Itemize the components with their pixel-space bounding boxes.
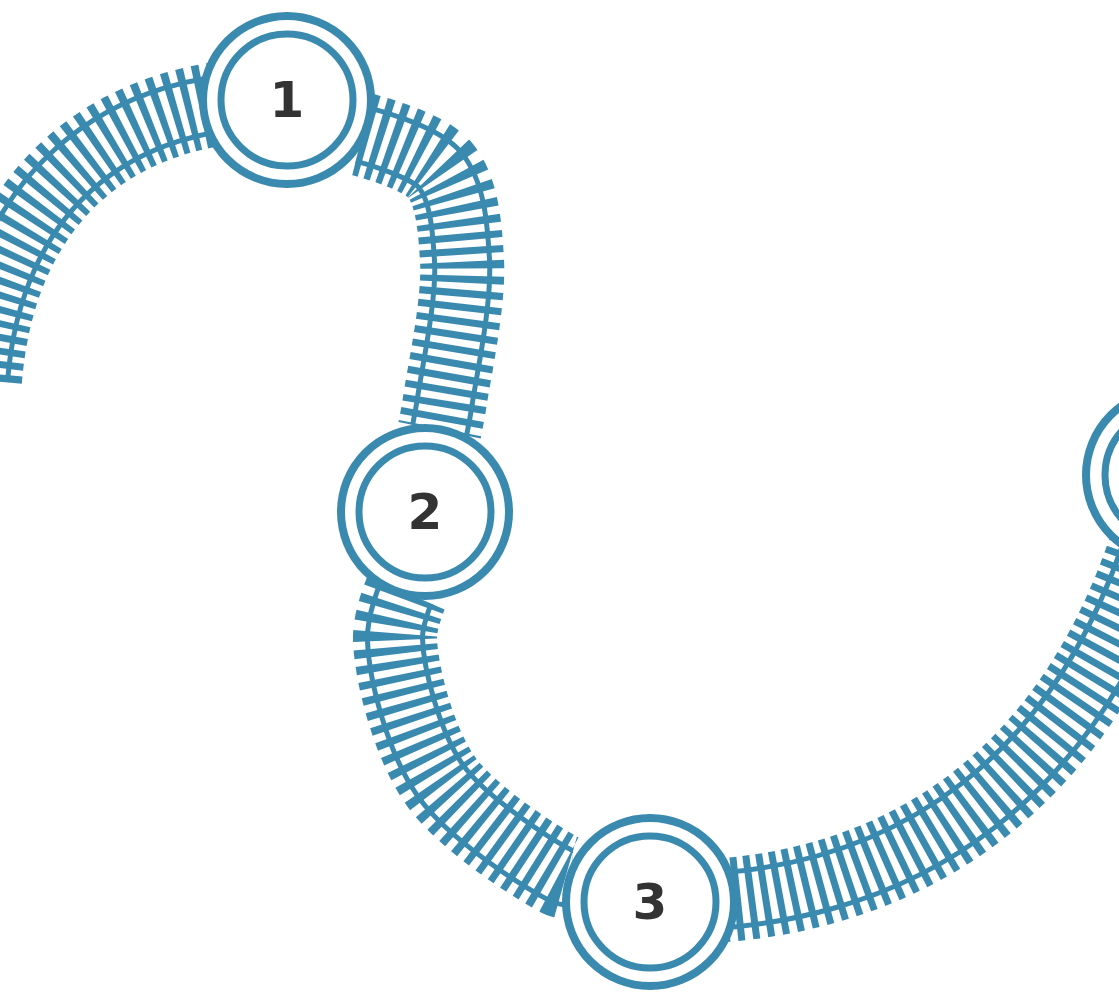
rail-gap bbox=[395, 593, 571, 878]
station-inner-ring bbox=[584, 836, 716, 968]
station-inner-ring bbox=[1105, 409, 1119, 541]
rail-band bbox=[395, 593, 571, 878]
rail-gap bbox=[362, 135, 462, 431]
station-outer-ring bbox=[566, 818, 734, 986]
track-connector bbox=[395, 593, 571, 878]
track-connector bbox=[362, 135, 462, 431]
rail-band bbox=[362, 135, 462, 431]
rail-ties bbox=[650, 475, 1119, 902]
station-inner-ring bbox=[221, 34, 353, 166]
station-inner-ring bbox=[359, 446, 491, 578]
station-outer-ring bbox=[341, 428, 509, 596]
station-circle bbox=[1086, 390, 1119, 560]
track-segment bbox=[650, 475, 1119, 902]
rail-band bbox=[650, 475, 1119, 902]
station-number: 3 bbox=[633, 877, 668, 927]
station-number: 2 bbox=[408, 487, 443, 537]
station-outer-ring bbox=[203, 16, 371, 184]
rail-ties bbox=[395, 593, 571, 878]
rail-ties bbox=[362, 135, 462, 431]
station-number: 1 bbox=[270, 75, 305, 125]
station-node: 2 bbox=[336, 423, 514, 601]
station-node: 3 bbox=[561, 813, 739, 991]
station-outer-ring bbox=[1086, 390, 1119, 560]
rail-gap bbox=[650, 475, 1119, 902]
station-node: 1 bbox=[198, 11, 376, 189]
